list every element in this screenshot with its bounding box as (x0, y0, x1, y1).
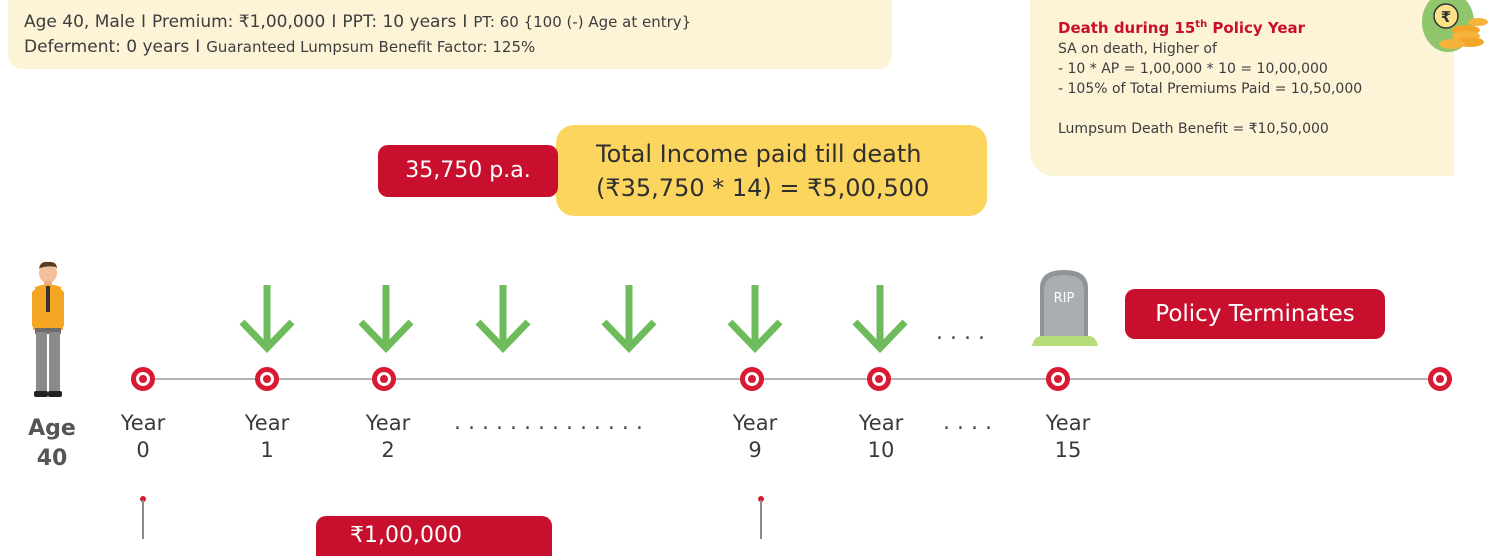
income-arrow-down-icon (358, 285, 414, 354)
ellipsis-dots: .... (936, 320, 992, 345)
ellipsis-dots: .... (943, 410, 999, 435)
age-label-word: Age (28, 416, 76, 441)
timeline-node (131, 367, 155, 391)
separator: I (331, 12, 337, 32)
death-line: SA on death, Higher of (1058, 41, 1217, 57)
timeline-node (867, 367, 891, 391)
income-arrow-down-icon (475, 285, 531, 354)
death-benefit-box: Death during 15th Policy Year SA on deat… (1030, 0, 1454, 176)
connector-dot (140, 496, 146, 502)
svg-text:₹: ₹ (1441, 8, 1451, 26)
info-premium: Premium: ₹1,00,000 (152, 12, 326, 32)
info-lumpsum-factor: Guaranteed Lumpsum Benefit Factor: 125% (206, 38, 536, 56)
info-ppt: PPT: 10 years (342, 12, 457, 32)
death-line: - 10 * AP = 1,00,000 * 10 = 10,00,000 (1058, 61, 1328, 77)
premium-badge: ₹1,00,000 (316, 516, 552, 556)
timeline-node (740, 367, 764, 391)
connector-line (142, 500, 144, 539)
ellipsis-dots: .............. (454, 410, 650, 435)
death-benefit-title: Death during 15th Policy Year (1058, 19, 1306, 37)
age-label-number: 40 (36, 446, 68, 471)
policy-terminates-badge: Policy Terminates (1125, 289, 1385, 339)
info-deferment: Deferment: 0 years (24, 37, 190, 57)
info-pt: PT: 60 {100 (-) Age at entry} (473, 13, 692, 31)
income-arrow-down-icon (239, 285, 295, 354)
info-age-gender: Age 40, Male (24, 12, 135, 32)
separator: I (195, 37, 201, 57)
man-person-icon (32, 261, 64, 397)
separator: I (462, 12, 468, 32)
death-line: - 105% of Total Premiums Paid = 10,50,00… (1058, 81, 1363, 97)
income-arrow-down-icon (727, 285, 783, 354)
svg-text:RIP: RIP (1054, 291, 1075, 306)
income-arrow-down-icon (601, 285, 657, 354)
annual-income-badge: 35,750 p.a. (378, 145, 558, 197)
connector-line (760, 500, 762, 539)
timeline-node (255, 367, 279, 391)
death-line (1058, 99, 1454, 119)
total-income-calc: (₹35,750 * 14) = ₹5,00,500 (596, 174, 930, 202)
timeline-line (142, 378, 1442, 380)
timeline-node (1428, 367, 1452, 391)
total-income-box: Total Income paid till death (₹35,750 * … (556, 125, 987, 216)
total-income-label: Total Income paid till death (596, 140, 922, 168)
money-bag-coins-icon: ₹ (1422, 0, 1488, 52)
lumpsum-death-benefit: Lumpsum Death Benefit = ₹10,50,000 (1058, 121, 1329, 137)
tombstone-icon: RIP (1032, 270, 1098, 346)
connector-dot (758, 496, 764, 502)
age-label: Age 40 (22, 414, 82, 474)
timeline-node (1046, 367, 1070, 391)
timeline-node (372, 367, 396, 391)
separator: I (141, 12, 147, 32)
income-arrow-down-icon (852, 285, 908, 354)
